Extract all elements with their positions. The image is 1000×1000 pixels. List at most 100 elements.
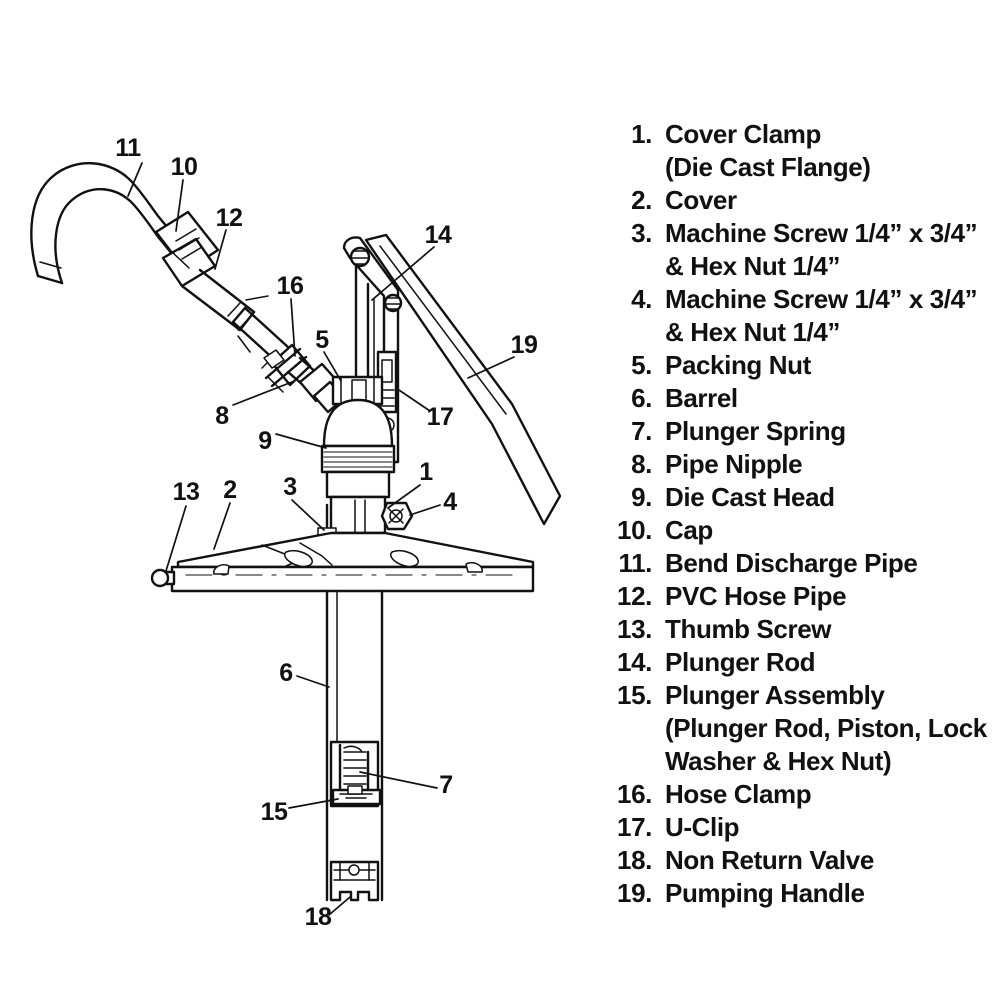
legend-item-number: 12. — [617, 581, 652, 611]
legend-item-label: Cap — [665, 515, 713, 545]
callout-6: 6 — [279, 659, 292, 687]
legend-item-13[interactable]: 13. Thumb Screw — [612, 613, 1000, 646]
leader-14 — [371, 246, 435, 301]
legend-item-number: 10. — [617, 515, 652, 545]
legend-item-9[interactable]: 9. Die Cast Head — [612, 481, 1000, 514]
leader-10 — [175, 179, 184, 232]
leader-15 — [288, 798, 339, 809]
hose-clamp-part — [261, 343, 312, 393]
leader-16 — [290, 298, 296, 357]
leader-1 — [387, 484, 421, 509]
leader-2 — [213, 502, 231, 550]
callout-17: 17 — [427, 403, 454, 431]
barrel-part — [325, 589, 384, 902]
legend-item-number: 18. — [617, 845, 652, 875]
legend-item-label: U-Clip — [665, 812, 740, 842]
legend-item-16[interactable]: 16.Hose Clamp — [612, 778, 1000, 811]
legend-item-label: Cover Clamp — [665, 119, 821, 149]
leader-5 — [323, 351, 342, 382]
thumb-screw-part — [150, 568, 176, 588]
leader-7 — [359, 771, 438, 789]
legend-item-label: Hose Clamp — [665, 779, 812, 809]
pumping-handle-part — [364, 233, 562, 526]
legend-item-4[interactable]: 4.Machine Screw 1/4” x 3/4” — [612, 283, 1000, 316]
legend-item-label: Pumping Handle — [665, 878, 865, 908]
leader-12 — [214, 229, 227, 270]
legend-item-7[interactable]: 7. Plunger Spring — [612, 415, 1000, 448]
legend-item-label: Machine Screw 1/4” x 3/4” — [665, 218, 978, 248]
legend-item-label: Pipe Nipple — [665, 449, 803, 479]
legend-item-number: 9. — [631, 482, 652, 512]
legend-item-15[interactable]: 15.Plunger Assembly — [612, 679, 1000, 712]
legend-item-number: 15. — [617, 680, 652, 710]
callout-16: 16 — [277, 272, 304, 300]
leader-19 — [467, 356, 515, 379]
callout-9: 9 — [258, 427, 271, 455]
legend-item-1[interactable]: 1. Cover Clamp — [612, 118, 1000, 151]
legend-item-label: PVC Hose Pipe — [665, 581, 847, 611]
cover-part — [170, 531, 535, 593]
legend-item-continuation: & Hex Nut 1/4” — [665, 317, 841, 347]
leader-9 — [275, 433, 327, 449]
legend-item-label: Plunger Rod — [665, 647, 816, 677]
legend-item-continuation: Washer & Hex Nut) — [665, 746, 892, 776]
callout-2: 2 — [223, 476, 236, 504]
cover-clamp-part — [329, 495, 387, 535]
legend-item-label: Thumb Screw — [665, 614, 832, 644]
legend-item-number: 8. — [631, 449, 652, 479]
legend-item-5[interactable]: 5. Packing Nut — [612, 349, 1000, 382]
callout-7: 7 — [439, 771, 452, 799]
legend-item-label: Plunger Spring — [665, 416, 846, 446]
callout-10: 10 — [171, 153, 198, 181]
legend-item-number: 3. — [631, 218, 652, 248]
leader-6 — [296, 675, 330, 688]
callout-14: 14 — [425, 221, 452, 249]
callout-18: 18 — [305, 903, 332, 931]
legend-item-14[interactable]: 14. Plunger Rod — [612, 646, 1000, 679]
legend-item-number: 5. — [631, 350, 652, 380]
legend-item-number: 7. — [631, 416, 652, 446]
legend-item-11[interactable]: 11.Bend Discharge Pipe — [612, 547, 1000, 580]
callout-19: 19 — [511, 331, 538, 359]
leader-18 — [328, 896, 351, 916]
callout-11: 11 — [115, 134, 141, 162]
legend-item-label: Cover — [665, 185, 737, 215]
leader-8 — [232, 381, 293, 406]
legend-item-number: 19. — [617, 878, 652, 908]
legend-item-19[interactable]: 19. Pumping Handle — [612, 877, 1000, 910]
callout-8: 8 — [215, 402, 229, 430]
legend-item-10[interactable]: 10. Cap — [612, 514, 1000, 547]
legend-item-2[interactable]: 2.Cover — [612, 184, 1000, 217]
legend-item-8[interactable]: 8. Pipe Nipple — [612, 448, 1000, 481]
legend-item-continuation: & Hex Nut 1/4” — [665, 251, 841, 281]
callout-3: 3 — [283, 473, 296, 501]
die-cast-head-part — [320, 398, 396, 499]
legend-item-number: 17. — [617, 812, 652, 842]
legend-item-continuation: (Plunger Rod, Piston, Lock — [665, 713, 987, 743]
legend-item-6[interactable]: 6.Barrel — [612, 382, 1000, 415]
legend-item-number: 11. — [618, 548, 652, 578]
plunger-assembly-part — [329, 740, 382, 808]
pvc-hose-pipe-part — [180, 268, 269, 353]
bend-discharge-pipe-part — [30, 162, 198, 285]
leader-11 — [127, 162, 143, 197]
packing-nut-part — [331, 375, 384, 406]
legend-item-number: 1. — [631, 119, 652, 149]
legend-item-17[interactable]: 17. U-Clip — [612, 811, 1000, 844]
legend-item-label: Die Cast Head — [665, 482, 835, 512]
non-return-valve-part — [329, 860, 380, 902]
legend-item-label: Packing Nut — [665, 350, 811, 380]
legend-item-3[interactable]: 3. Machine Screw 1/4” x 3/4” — [612, 217, 1000, 250]
leader-3 — [291, 499, 325, 531]
leader-13 — [165, 505, 187, 572]
legend-item-18[interactable]: 18.Non Return Valve — [612, 844, 1000, 877]
legend-item-label: Machine Screw 1/4” x 3/4” — [665, 284, 978, 314]
legend-item-12[interactable]: 12. PVC Hose Pipe — [612, 580, 1000, 613]
pump-illustration: 11 10 12 16 14 5 19 8 17 — [30, 134, 562, 931]
callout-13: 13 — [173, 478, 200, 506]
legend-item-number: 6. — [631, 383, 652, 413]
legend-item-number: 13. — [617, 614, 652, 644]
legend-item-number: 14. — [617, 647, 652, 677]
